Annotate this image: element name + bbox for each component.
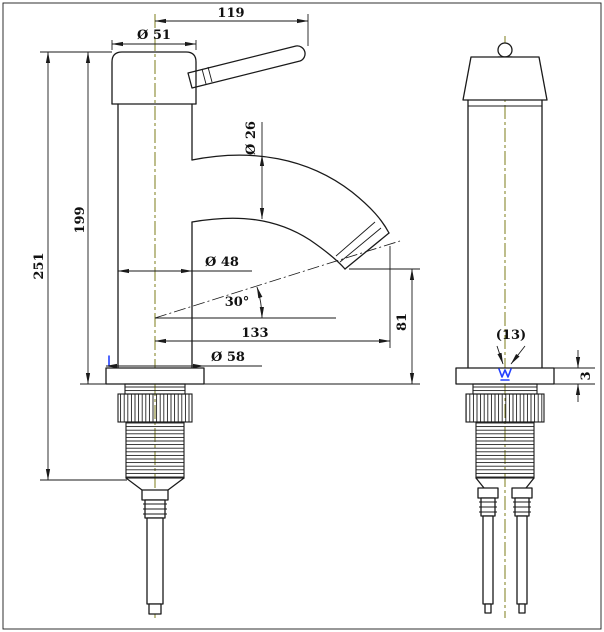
threaded-shank: [125, 421, 185, 479]
knurled-locknut-side: [465, 393, 545, 423]
handle-lever: [187, 45, 306, 89]
supply-pipe-left: [482, 515, 494, 605]
hose-fitting-right: [511, 487, 533, 499]
gasket-side: [472, 383, 538, 395]
pipe-tip-left: [484, 603, 492, 614]
knurled-locknut: [117, 393, 193, 423]
base-flange: [105, 367, 205, 385]
dim-cap-diameter: Ø 51: [137, 28, 171, 43]
dimension-annotations: 119 Ø 51 Ø 26 199 251 Ø 48 30° 133: [32, 6, 595, 481]
supply-pipe-tip: [148, 603, 162, 615]
shank-taper-side: [475, 477, 485, 489]
threaded-shank-side: [475, 421, 535, 479]
aerator-line: [335, 221, 376, 257]
dim-flange-diameter: Ø 58: [211, 350, 245, 365]
shank-taper: [125, 477, 143, 491]
side-view: [455, 42, 555, 614]
shank-taper: [167, 477, 185, 491]
leader-line: [496, 345, 504, 365]
angle-arc: [256, 286, 265, 319]
supply-pipe-right: [516, 515, 528, 605]
handle-knob: [497, 42, 513, 58]
dim-spout-height: 81: [395, 313, 410, 331]
hose-fitting-left: [477, 487, 499, 499]
supply-pipe: [146, 517, 164, 605]
dim-overall-height: 251: [32, 252, 47, 279]
leader-line: [510, 345, 526, 365]
dim-body-height: 199: [73, 206, 88, 233]
hose-fitting: [141, 489, 169, 501]
dim-overall-width: 119: [217, 6, 244, 21]
cap-side-outline: [462, 56, 548, 101]
pipe-tip-right: [518, 603, 526, 614]
dim-spout-diameter: Ø 26: [244, 121, 259, 155]
centerlines: [154, 14, 506, 618]
handle-joint-line: [201, 68, 207, 85]
aerator-line: [339, 227, 382, 263]
dim-spout-angle: 30°: [225, 295, 250, 310]
dim-flange-thickness: 3: [579, 371, 594, 380]
shank-taper-side: [525, 477, 535, 489]
cap-outline: [111, 51, 197, 105]
front-view: [105, 45, 390, 615]
spout-axis-line: [154, 240, 401, 319]
blue-mark-side: [498, 368, 512, 378]
handle-joint-line: [207, 66, 213, 83]
dim-spout-reach: 133: [241, 326, 268, 341]
gasket: [124, 383, 186, 395]
spout-end-face: [344, 232, 390, 270]
spout-bottom-edge: [191, 217, 346, 270]
spout-top-edge: [191, 154, 390, 234]
dim-body-diameter: Ø 48: [205, 255, 239, 270]
dim-hole-ref: (13): [496, 328, 526, 343]
